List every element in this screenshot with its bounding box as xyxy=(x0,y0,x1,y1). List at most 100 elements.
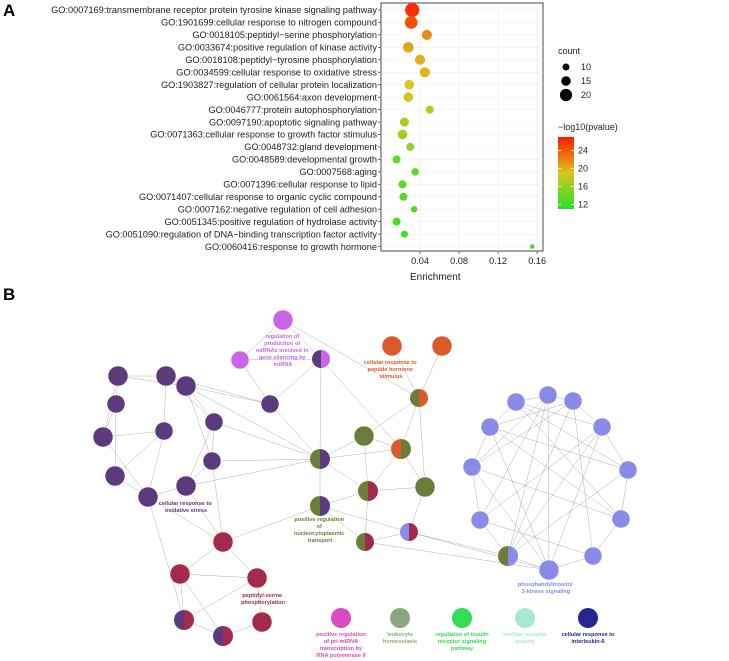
network-edge xyxy=(515,401,603,428)
data-point xyxy=(419,67,430,78)
y-tick-label: GO:0051090:regulation of DNA−binding tra… xyxy=(106,229,378,239)
network-edge xyxy=(507,400,574,557)
data-point xyxy=(392,155,401,164)
network-node xyxy=(583,546,603,566)
cluster-label-pi3k: phosphatidylinositol 3-kinase signaling xyxy=(518,582,574,595)
network-node xyxy=(381,335,403,357)
network-edge xyxy=(239,358,322,361)
legend-cluster-node xyxy=(515,608,535,628)
network-edge xyxy=(547,394,550,571)
network-edge xyxy=(489,400,574,428)
network-edge xyxy=(147,496,224,543)
y-tick-label: GO:0048732:gland development xyxy=(244,142,377,152)
network-edge xyxy=(183,577,258,621)
y-tick-label: GO:0060416:response to growth hormone xyxy=(205,242,377,252)
y-tick-label: GO:0007568:aging xyxy=(299,167,377,177)
network-node xyxy=(462,457,482,477)
network-edge xyxy=(185,385,321,460)
network-nodes xyxy=(92,309,638,646)
y-tick-label: GO:0061564:axon development xyxy=(247,92,378,102)
y-tick-label: GO:0007169:transmembrane receptor protei… xyxy=(51,5,377,15)
data-point xyxy=(414,54,426,65)
network-node xyxy=(400,523,418,541)
network-edge xyxy=(489,426,622,520)
size-legend-label: 10 xyxy=(581,62,591,72)
network-node xyxy=(155,365,177,387)
data-point xyxy=(406,142,415,151)
network-edge xyxy=(479,394,549,521)
y-tick-label: GO:0018108:peptidyl−tyrosine phosphoryla… xyxy=(185,55,377,65)
panel-b-letter: B xyxy=(3,285,15,304)
network-edge xyxy=(548,426,603,571)
network-node xyxy=(410,389,428,407)
network-edge xyxy=(114,430,165,477)
data-point xyxy=(405,2,420,18)
network-node xyxy=(92,426,114,448)
network-edge xyxy=(320,358,402,450)
color-legend-label: 16 xyxy=(578,182,588,192)
network-edge xyxy=(102,436,149,498)
data-point xyxy=(403,42,414,53)
network-edge xyxy=(185,458,321,487)
data-point xyxy=(400,230,408,238)
cluster-label-oxidative-stress: cellular response to oxidative stress xyxy=(159,501,213,514)
size-legend-dot xyxy=(562,63,570,71)
network-edge xyxy=(282,319,420,399)
network-edge xyxy=(319,505,410,533)
network-node xyxy=(611,509,631,529)
data-point xyxy=(421,29,432,40)
network-edge xyxy=(165,375,215,423)
network-edge xyxy=(179,573,258,579)
network-node xyxy=(310,496,330,516)
size-legend-label: 15 xyxy=(581,76,591,86)
network-node xyxy=(414,476,436,498)
color-legend-label: 12 xyxy=(578,200,588,210)
network-edge xyxy=(185,485,224,543)
network-node xyxy=(104,465,126,487)
network-node xyxy=(169,563,191,585)
y-tick-label: GO:0034599:cellular response to oxidativ… xyxy=(176,67,377,77)
network-node xyxy=(175,475,197,497)
network-node xyxy=(356,533,374,551)
network-node xyxy=(310,449,330,469)
data-point xyxy=(411,168,419,176)
network-edge xyxy=(319,358,322,460)
data-point xyxy=(399,117,409,127)
network-node xyxy=(592,417,612,437)
network-edge xyxy=(185,385,271,405)
network-edge xyxy=(185,421,215,487)
network-node xyxy=(470,510,490,530)
network-node xyxy=(230,350,250,370)
network-edge xyxy=(507,426,603,557)
network-node xyxy=(506,392,526,412)
y-tick-label: GO:0048589:developmental growth xyxy=(232,155,377,165)
network-edge xyxy=(147,430,165,498)
legend-cluster-node xyxy=(452,608,472,628)
network-node xyxy=(358,481,378,501)
dot-series xyxy=(392,2,535,249)
y-tick-label: GO:0018105:peptidyl−serine phosphorylati… xyxy=(192,30,377,40)
network-node xyxy=(538,385,558,405)
network-node xyxy=(480,417,500,437)
network-edge xyxy=(515,401,629,471)
network-edge xyxy=(471,394,549,468)
network-node xyxy=(213,626,233,646)
network-node xyxy=(260,394,280,414)
panel-a-letter: A xyxy=(3,1,15,20)
size-legend-title: count xyxy=(558,46,581,56)
network-node xyxy=(175,375,197,397)
network-edge xyxy=(489,426,629,471)
network-edge xyxy=(489,426,550,571)
x-tick-label: 0.16 xyxy=(528,256,546,266)
network-edge xyxy=(114,403,117,477)
x-tick-label: 0.04 xyxy=(411,256,429,266)
data-point xyxy=(404,79,415,90)
network-edge xyxy=(418,397,426,488)
